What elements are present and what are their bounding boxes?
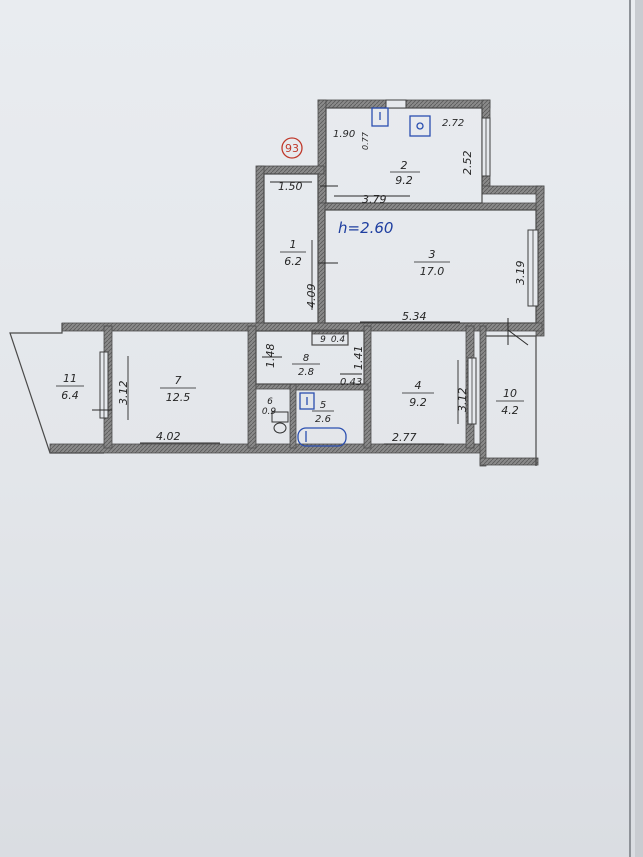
dim-1-50: 1.50 xyxy=(278,180,303,193)
wall-kitchen-room3 xyxy=(317,202,537,211)
dim-2-72: 2.72 xyxy=(442,118,464,129)
dim-4-02: 4.02 xyxy=(156,430,181,443)
sheet-marker: 93 xyxy=(281,137,303,159)
room-11-number: 11 xyxy=(63,372,77,385)
dimension-labels: 1.90 0.77 2.72 2.52 1.50 3.79 4.09 3.19 … xyxy=(117,118,527,444)
room-1-number: 1 xyxy=(290,238,297,251)
wall-step-right xyxy=(481,185,545,195)
room-5-number: 5 xyxy=(320,400,326,411)
door-swing-balcony-right xyxy=(507,329,529,346)
hall-outline xyxy=(255,330,365,385)
room-3-number: 3 xyxy=(429,248,436,261)
dim-2-77: 2.77 xyxy=(392,431,417,444)
dim-2-52: 2.52 xyxy=(461,151,474,176)
wall-left-room10 xyxy=(479,325,487,467)
dim-3-12-right: 3.12 xyxy=(456,388,469,413)
room-3-area: 17.0 xyxy=(420,265,445,278)
marker-number: 93 xyxy=(285,142,299,155)
stove-icon xyxy=(409,115,431,137)
window-mullions xyxy=(103,118,534,424)
room-1-area: 6.2 xyxy=(284,255,302,268)
room-2-number: 2 xyxy=(401,159,408,172)
dim-0-43: 0.43 xyxy=(340,377,362,388)
closet-outline xyxy=(311,330,349,346)
door-ticks xyxy=(92,185,529,411)
room-2-area: 9.2 xyxy=(395,174,413,187)
wall-bottom xyxy=(49,443,483,454)
room-9-area: 0.4 xyxy=(331,335,346,345)
dim-3-12-left: 3.12 xyxy=(117,381,130,406)
dim-5-34: 5.34 xyxy=(402,310,427,323)
room-8-area: 2.8 xyxy=(298,367,314,378)
wall-left-corridor xyxy=(255,165,265,331)
toilet-tank xyxy=(271,411,289,423)
bath-sink-icon xyxy=(299,392,315,410)
wall-left-kitchen xyxy=(317,99,327,211)
wall-top-wc xyxy=(255,383,291,390)
dim-3-19: 3.19 xyxy=(514,261,527,286)
dimension-lines xyxy=(127,181,460,445)
room-10-number: 10 xyxy=(503,387,517,400)
room-7-number: 7 xyxy=(175,374,182,387)
window-kitchen-top xyxy=(385,99,407,109)
balcony-right-outline xyxy=(486,335,537,466)
room-labels: 2 9.2 1 6.2 3 17.0 7 12.5 8 2.8 9 0.4 4 … xyxy=(56,159,524,425)
room-8-number: 8 xyxy=(303,353,309,364)
room-4-number: 4 xyxy=(415,379,422,392)
room-11-area: 6.4 xyxy=(61,389,79,402)
bathtub-icon xyxy=(297,427,347,447)
dim-3-79: 3.79 xyxy=(362,193,387,206)
sheet-edge-shadow xyxy=(635,0,643,857)
toilet-icon xyxy=(271,411,289,434)
balcony-left-outline xyxy=(9,323,104,454)
room-9-number: 9 xyxy=(320,335,326,345)
room-7-area: 12.5 xyxy=(166,391,191,404)
dim-1-48: 1.48 xyxy=(264,344,277,369)
wall-left-bath xyxy=(289,383,297,449)
dim-1-90: 1.90 xyxy=(333,129,355,140)
room-4-area: 9.2 xyxy=(409,396,427,409)
corridor-outline xyxy=(263,173,319,324)
room-5-area: 2.6 xyxy=(315,414,331,425)
sink-icon xyxy=(371,107,389,127)
dim-0-77: 0.77 xyxy=(361,131,370,150)
room-6-number: 6 xyxy=(267,397,273,407)
wall-top-corridor xyxy=(257,165,325,175)
fixtures xyxy=(297,107,431,447)
wall-room7-hall xyxy=(247,325,257,449)
ceiling-height: h=2.60 xyxy=(338,219,393,237)
wall-bottom-room10 xyxy=(479,457,539,466)
dim-4-09: 4.09 xyxy=(305,284,318,309)
stove-burner xyxy=(416,122,424,130)
sheet-edge-line xyxy=(629,0,631,857)
marker-circle xyxy=(281,137,303,159)
dim-1-41: 1.41 xyxy=(352,346,365,371)
room-6-area: 0.9 xyxy=(262,407,277,417)
toilet-bowl xyxy=(273,422,287,434)
room-10-area: 4.2 xyxy=(501,404,519,417)
